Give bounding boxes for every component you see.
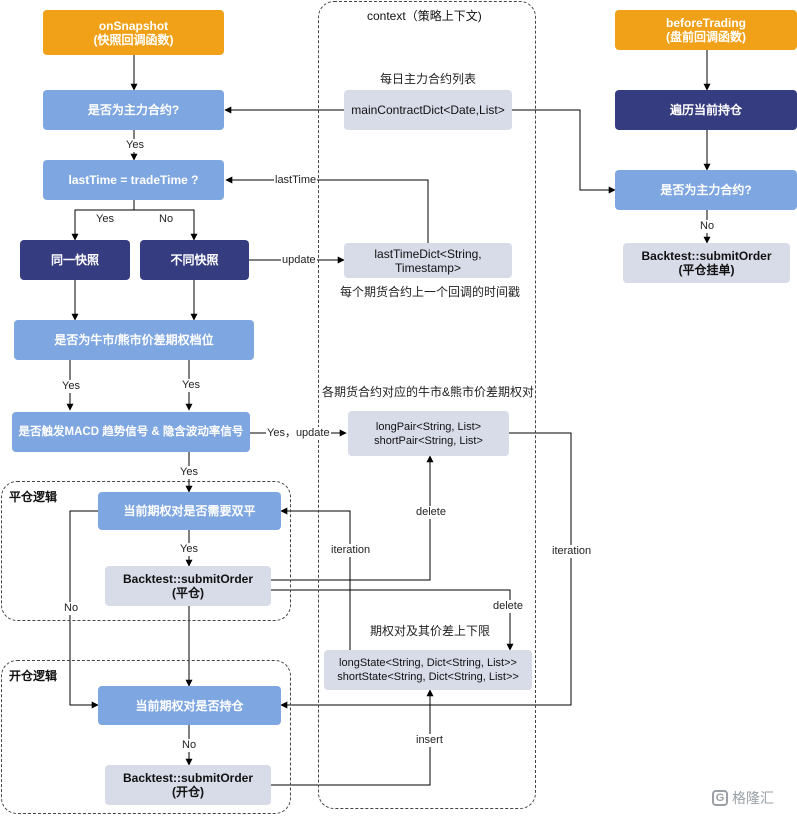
submit-close-title: Backtest::submitOrder — [122, 572, 254, 586]
pair-line2: shortPair<String, List> — [374, 434, 483, 447]
close-logic-title: 平仓逻辑 — [9, 490, 58, 504]
edge-label-no-2: No — [63, 602, 80, 615]
watermark: G 格隆汇 — [712, 788, 774, 808]
edge-label-yes-4: Yes — [181, 379, 201, 392]
last-time-dict-node[interactable]: lastTimeDict<String,Timestamp> — [344, 243, 512, 278]
edge-label-delete-1: delete — [415, 506, 447, 519]
iterate-holdings-node[interactable]: 遍历当前持仓 — [615, 90, 797, 130]
diff-snapshot-node[interactable]: 不同快照 — [140, 240, 249, 280]
edge-submitclose-delete-pair — [271, 455, 434, 581]
edge-main-dict-to-main2 — [512, 109, 616, 194]
edge-pair-iteration-hold — [280, 432, 572, 709]
pair-node[interactable]: longPair<String, List>shortPair<String, … — [348, 411, 509, 456]
submit-close-pending-node[interactable]: Backtest::submitOrder(平仓挂单) — [623, 243, 790, 283]
edge-label-yes-3: Yes — [61, 380, 81, 393]
edge-label-yes-1: Yes — [125, 139, 145, 152]
edge-lasttime-to-diff — [134, 209, 198, 241]
onsnapshot-node[interactable]: onSnapshot(快照回调函数) — [43, 10, 224, 55]
watermark-text: 格隆汇 — [732, 790, 774, 806]
pair-line1: longPair<String, List> — [375, 420, 482, 433]
lasttime-check-node[interactable]: lastTime = tradeTime ? — [43, 160, 224, 200]
state-line1: longState<String, Dict<String, List>> — [339, 657, 517, 669]
is-main-contract-node[interactable]: 是否为主力合约? — [43, 90, 224, 130]
main-dict-caption: 每日主力合约列表 — [380, 72, 477, 86]
edge-label-lasttime: lastTime — [274, 174, 318, 187]
edge-label-update: update — [281, 254, 317, 267]
edge-label-yes-6: Yes — [179, 543, 199, 556]
edge-label-yes-2: Yes — [95, 213, 115, 226]
edge-lasttime-to-same — [71, 200, 135, 241]
edge-label-yes-update: Yes，update — [266, 427, 331, 440]
before-trading-title: beforeTrading — [665, 16, 746, 30]
submit-close-pending-subtitle: (平仓挂单) — [678, 263, 735, 277]
state-line2: shortState<String, Dict<String, List>> — [337, 671, 519, 683]
main-contract-dict-node[interactable]: mainContractDict<Date,List> — [344, 90, 512, 130]
edge-label-iteration-1: iteration — [330, 544, 372, 557]
submit-open-node[interactable]: Backtest::submitOrder(开仓) — [105, 765, 271, 805]
submit-close-subtitle: (平仓) — [172, 586, 204, 600]
is-main-contract-2-node[interactable]: 是否为主力合约? — [615, 170, 797, 210]
edge-label-insert: insert — [415, 734, 444, 747]
edge-submitclose-delete-state — [271, 589, 514, 651]
submit-open-title: Backtest::submitOrder — [122, 771, 254, 785]
edge-label-yes-5: Yes — [179, 466, 199, 479]
close-logic-group — [1, 481, 291, 621]
before-trading-subtitle: (盘前回调函数) — [665, 30, 746, 44]
last-time-dict-line1: lastTimeDict<String, — [374, 246, 482, 261]
before-trading-node[interactable]: beforeTrading(盘前回调函数) — [615, 10, 797, 50]
edge-label-no-4: No — [699, 220, 716, 233]
onsnapshot-subtitle: (快照回调函数) — [93, 32, 174, 47]
edge-label-iteration-2: iteration — [551, 545, 593, 558]
edge-label-delete-2: delete — [492, 600, 524, 613]
edge-label-no-1: No — [158, 213, 175, 226]
submit-close-pending-title: Backtest::submitOrder — [641, 249, 772, 263]
context-title: context（策略上下文) — [367, 9, 482, 23]
pair-caption: 各期货合约对应的牛市&熊市价差期权对 — [322, 385, 535, 399]
same-snapshot-node[interactable]: 同一快照 — [20, 240, 130, 280]
edge-submitopen-insert-state — [271, 689, 434, 786]
submit-close-node[interactable]: Backtest::submitOrder(平仓) — [105, 566, 271, 606]
edge-label-no-3: No — [181, 739, 198, 752]
last-time-dict-line2: Timestamp> — [395, 260, 461, 275]
hold-check-node[interactable]: 当前期权对是否持仓 — [98, 686, 281, 725]
onsnapshot-title: onSnapshot — [98, 18, 169, 33]
bull-bear-check-node[interactable]: 是否为牛市/熊市价差期权档位 — [14, 320, 254, 360]
need-close-node[interactable]: 当前期权对是否需要双平 — [98, 492, 281, 530]
open-logic-group — [1, 660, 291, 814]
submit-open-subtitle: (开仓) — [172, 785, 204, 799]
gelonghui-logo-icon: G — [712, 790, 728, 806]
open-logic-title: 开仓逻辑 — [9, 669, 58, 683]
state-node[interactable]: longState<String, Dict<String, List>> sho… — [324, 650, 532, 690]
state-caption: 期权对及其价差上下限 — [370, 624, 491, 638]
last-time-dict-caption: 每个期货合约上一个回调的时间戳 — [340, 285, 521, 299]
context-container — [318, 1, 536, 809]
edge-state-iteration-needclose — [280, 507, 351, 650]
macd-check-node[interactable]: 是否触发MACD 趋势信号 & 隐含波动率信号 — [12, 412, 250, 452]
